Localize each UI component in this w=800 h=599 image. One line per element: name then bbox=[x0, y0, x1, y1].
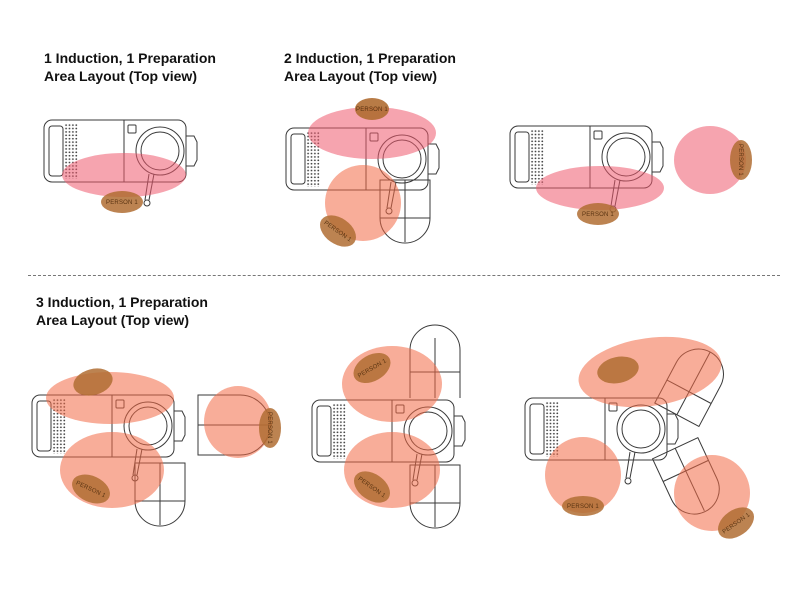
person-label: PERSON 1 bbox=[106, 200, 138, 206]
person-label: PERSON 1 bbox=[567, 504, 599, 510]
person-marker bbox=[577, 203, 619, 225]
heading-line-1: 2 Induction, 1 Preparation bbox=[284, 50, 456, 66]
person-marker bbox=[73, 368, 113, 396]
reach-zone bbox=[62, 153, 186, 197]
reach-zone bbox=[545, 437, 621, 513]
person-marker bbox=[562, 496, 604, 516]
person-marker bbox=[355, 98, 389, 120]
reach-zone bbox=[342, 346, 442, 422]
person-marker bbox=[259, 408, 281, 448]
heading-line-2: Area Layout (Top view) bbox=[284, 68, 437, 84]
person-marker bbox=[730, 140, 752, 180]
section-divider bbox=[28, 275, 780, 276]
person-marker bbox=[353, 352, 391, 384]
heading-line-2: Area Layout (Top view) bbox=[36, 312, 189, 328]
person-label: PERSON 1 bbox=[737, 144, 743, 176]
person-label: PERSON 1 bbox=[266, 412, 272, 444]
reach-zone bbox=[674, 126, 746, 194]
reach-zone bbox=[308, 107, 436, 159]
layout-3-diagram: PERSON 1 PERSON 1 bbox=[509, 125, 752, 225]
person-marker bbox=[353, 471, 391, 503]
reach-zone bbox=[536, 166, 664, 210]
person-label: PERSON 1 bbox=[356, 107, 388, 113]
reach-zone bbox=[344, 432, 440, 508]
heading-line-2: Area Layout (Top view) bbox=[44, 68, 197, 84]
layout-2-diagram: PERSON 1 PERSON 1 bbox=[285, 98, 440, 247]
heading-line-1: 3 Induction, 1 Preparation bbox=[36, 294, 208, 310]
reach-zone bbox=[204, 386, 272, 458]
layout-6-diagram: PERSON 1 PERSON 1 bbox=[524, 336, 755, 539]
person-marker bbox=[319, 215, 357, 247]
layout-5-diagram: PERSON 1 PERSON 1 bbox=[311, 324, 466, 529]
layout-heading-1-induction: 1 Induction, 1 Preparation Area Layout (… bbox=[44, 49, 216, 85]
person-marker bbox=[101, 191, 143, 213]
layout-heading-2-induction: 2 Induction, 1 Preparation Area Layout (… bbox=[284, 49, 456, 85]
reach-zone bbox=[578, 336, 722, 408]
person-marker bbox=[72, 474, 110, 504]
person-label: PERSON 1 bbox=[582, 212, 614, 218]
person-marker bbox=[717, 507, 755, 539]
layout-4-diagram: PERSON 1 PERSON 1 bbox=[31, 368, 281, 527]
person-marker bbox=[597, 356, 639, 384]
layout-1-diagram: PERSON 1 bbox=[43, 119, 198, 213]
reach-zone bbox=[60, 432, 164, 508]
heading-line-1: 1 Induction, 1 Preparation bbox=[44, 50, 216, 66]
layout-heading-3-induction: 3 Induction, 1 Preparation Area Layout (… bbox=[36, 293, 208, 329]
